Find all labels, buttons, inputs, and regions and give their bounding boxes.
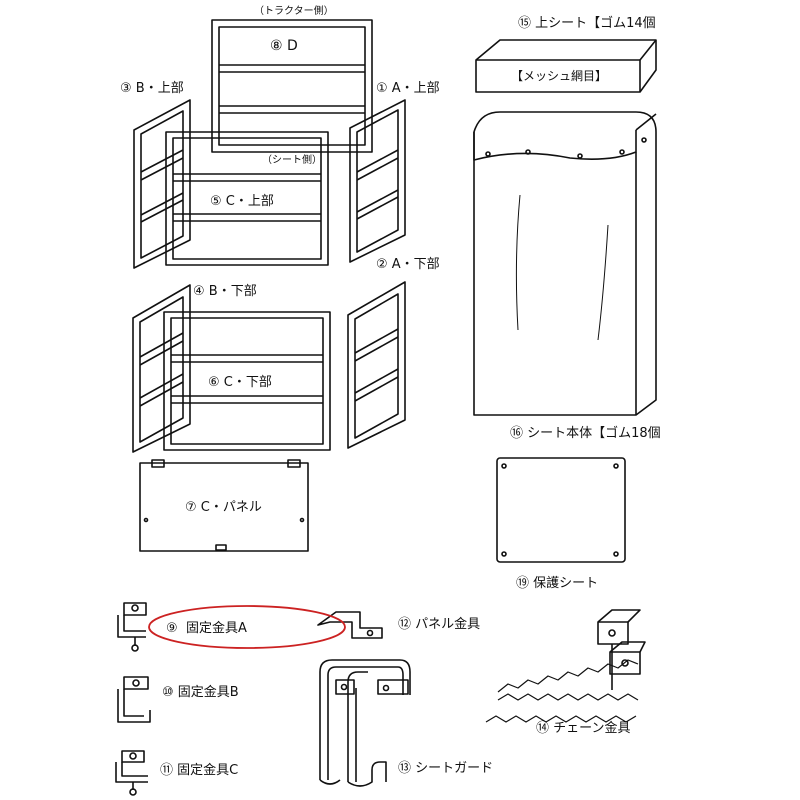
label-d: ⑧ D — [270, 38, 298, 54]
label-fix-a-num: ⑨ — [166, 621, 178, 636]
sheet-guard — [319, 659, 411, 787]
b-lower-frame — [132, 284, 191, 453]
panel-bracket — [317, 611, 383, 639]
top-sheet — [475, 39, 657, 93]
a-lower-frame — [347, 281, 406, 449]
fix-bracket-a — [117, 602, 147, 652]
label-a-upper: ① A・上部 — [376, 81, 440, 96]
label-mesh: 【メッシュ網目】 — [511, 69, 607, 83]
highlight-ellipse — [148, 605, 346, 649]
label-c-panel: ⑦ C・パネル — [185, 500, 262, 515]
label-c-upper: ⑤ C・上部 — [210, 194, 274, 209]
label-tractor-side: （トラクター側） — [254, 4, 334, 17]
label-panel-bracket: ⑫ パネル金具 — [398, 616, 480, 632]
fix-bracket-b — [117, 676, 151, 723]
fix-bracket-c — [115, 750, 148, 796]
label-fix-a: 固定金具A — [186, 620, 247, 636]
label-chain-bracket: ⑭ チェーン金具 — [536, 720, 630, 736]
c-lower-frame — [163, 311, 331, 451]
label-sheet-body: ⑯ シート本体【ゴム18個 — [510, 425, 661, 441]
label-b-lower: ④ B・下部 — [193, 284, 257, 299]
label-sheet-guard: ⑬ シートガード — [398, 761, 493, 776]
label-b-upper: ③ B・上部 — [120, 81, 184, 96]
c-panel — [139, 459, 309, 552]
label-a-lower: ② A・下部 — [376, 257, 440, 272]
label-seat-side: （シート側） — [262, 153, 322, 166]
sheet-body — [473, 111, 657, 416]
label-top-sheet: ⑮ 上シート【ゴム14個 — [518, 15, 656, 31]
label-fix-b: ⑩ 固定金具B — [162, 684, 239, 700]
protect-sheet — [496, 457, 626, 563]
c-upper-frame — [165, 131, 329, 266]
a-upper-frame — [349, 99, 406, 263]
label-protect-sheet: ⑲ 保護シート — [516, 575, 598, 591]
d-frame — [211, 19, 373, 153]
chain-bracket — [485, 609, 646, 723]
label-fix-c: ⑪ 固定金具C — [160, 762, 238, 778]
b-upper-frame — [133, 99, 191, 269]
label-c-lower: ⑥ C・下部 — [208, 375, 272, 390]
